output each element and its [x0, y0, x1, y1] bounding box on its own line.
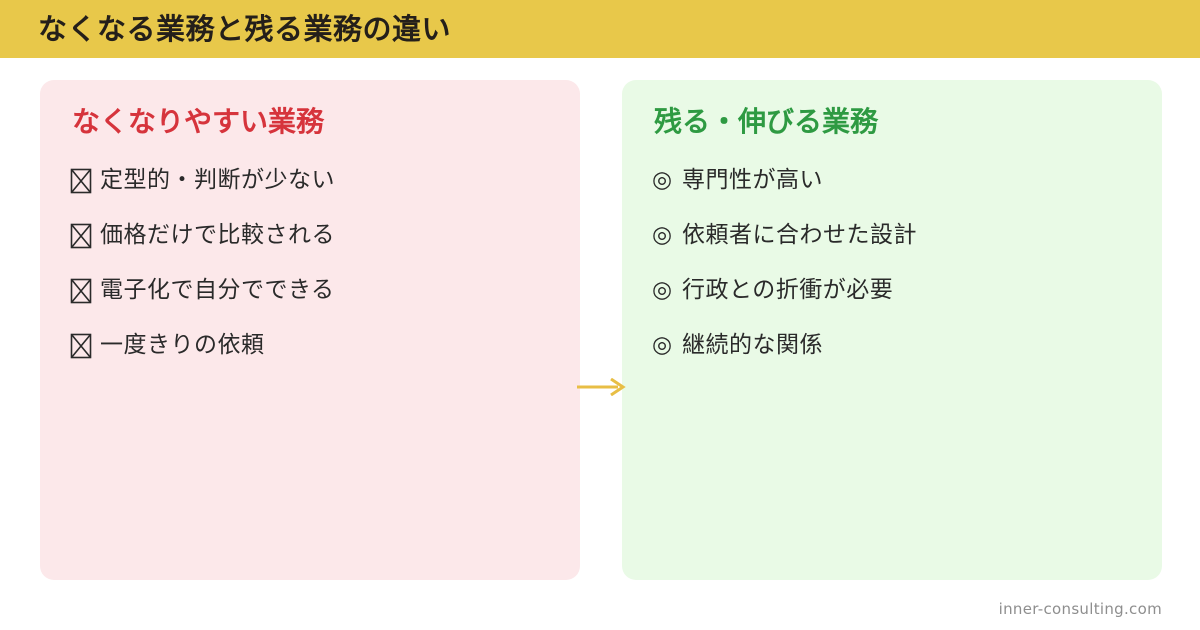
- card-title-surviving-work: 残る・伸びる業務: [654, 105, 879, 138]
- list-item: 一度きりの依頼: [70, 318, 550, 373]
- list-item-label: 電子化で自分でできる: [100, 277, 335, 303]
- cross-box-icon: [70, 333, 100, 359]
- card-surviving-work: 残る・伸びる業務 ◎ 専門性が高い ◎ 依頼者に合わせた設計 ◎ 行政との折衝が…: [622, 80, 1162, 580]
- bullseye-icon: ◎: [652, 277, 673, 303]
- cross-box-icon: [70, 168, 100, 194]
- site-watermark: inner-consulting.com: [998, 600, 1162, 618]
- bullseye-icon: ◎: [652, 332, 673, 358]
- list-item-label: 行政との折衝が必要: [682, 277, 894, 303]
- list-item: ◎ 依頼者に合わせた設計: [652, 208, 1132, 263]
- list-item-label: 定型的・判断が少ない: [100, 167, 335, 193]
- comparison-cards-area: なくなりやすい業務 定型的・判断が少ない: [0, 58, 1200, 630]
- list-item-label: 価格だけで比較される: [100, 222, 335, 248]
- list-item: 電子化で自分でできる: [70, 263, 550, 318]
- page-title: なくなる業務と残る業務の違い: [38, 11, 452, 46]
- list-item: 定型的・判断が少ない: [70, 153, 550, 208]
- bullseye-icon: ◎: [652, 222, 673, 248]
- list-item: ◎ 継続的な関係: [652, 318, 1132, 373]
- list-item-label: 専門性が高い: [682, 167, 823, 193]
- bullet-list-disappearing-work: 定型的・判断が少ない 価格だけで比較される: [70, 153, 550, 373]
- bullseye-icon: ◎: [652, 167, 673, 193]
- bullet-list-surviving-work: ◎ 専門性が高い ◎ 依頼者に合わせた設計 ◎ 行政との折衝が必要 ◎ 継続的な…: [652, 153, 1132, 373]
- list-item: ◎ 専門性が高い: [652, 153, 1132, 208]
- list-item: 価格だけで比較される: [70, 208, 550, 263]
- cross-box-icon: [70, 278, 100, 304]
- arrow-right-icon: [576, 377, 626, 397]
- card-disappearing-work: なくなりやすい業務 定型的・判断が少ない: [40, 80, 580, 580]
- list-item-label: 継続的な関係: [682, 332, 823, 358]
- list-item-label: 一度きりの依頼: [100, 332, 265, 358]
- cross-box-icon: [70, 223, 100, 249]
- card-title-disappearing-work: なくなりやすい業務: [72, 105, 325, 138]
- list-item: ◎ 行政との折衝が必要: [652, 263, 1132, 318]
- header-bar: なくなる業務と残る業務の違い: [0, 0, 1200, 58]
- list-item-label: 依頼者に合わせた設計: [682, 222, 917, 248]
